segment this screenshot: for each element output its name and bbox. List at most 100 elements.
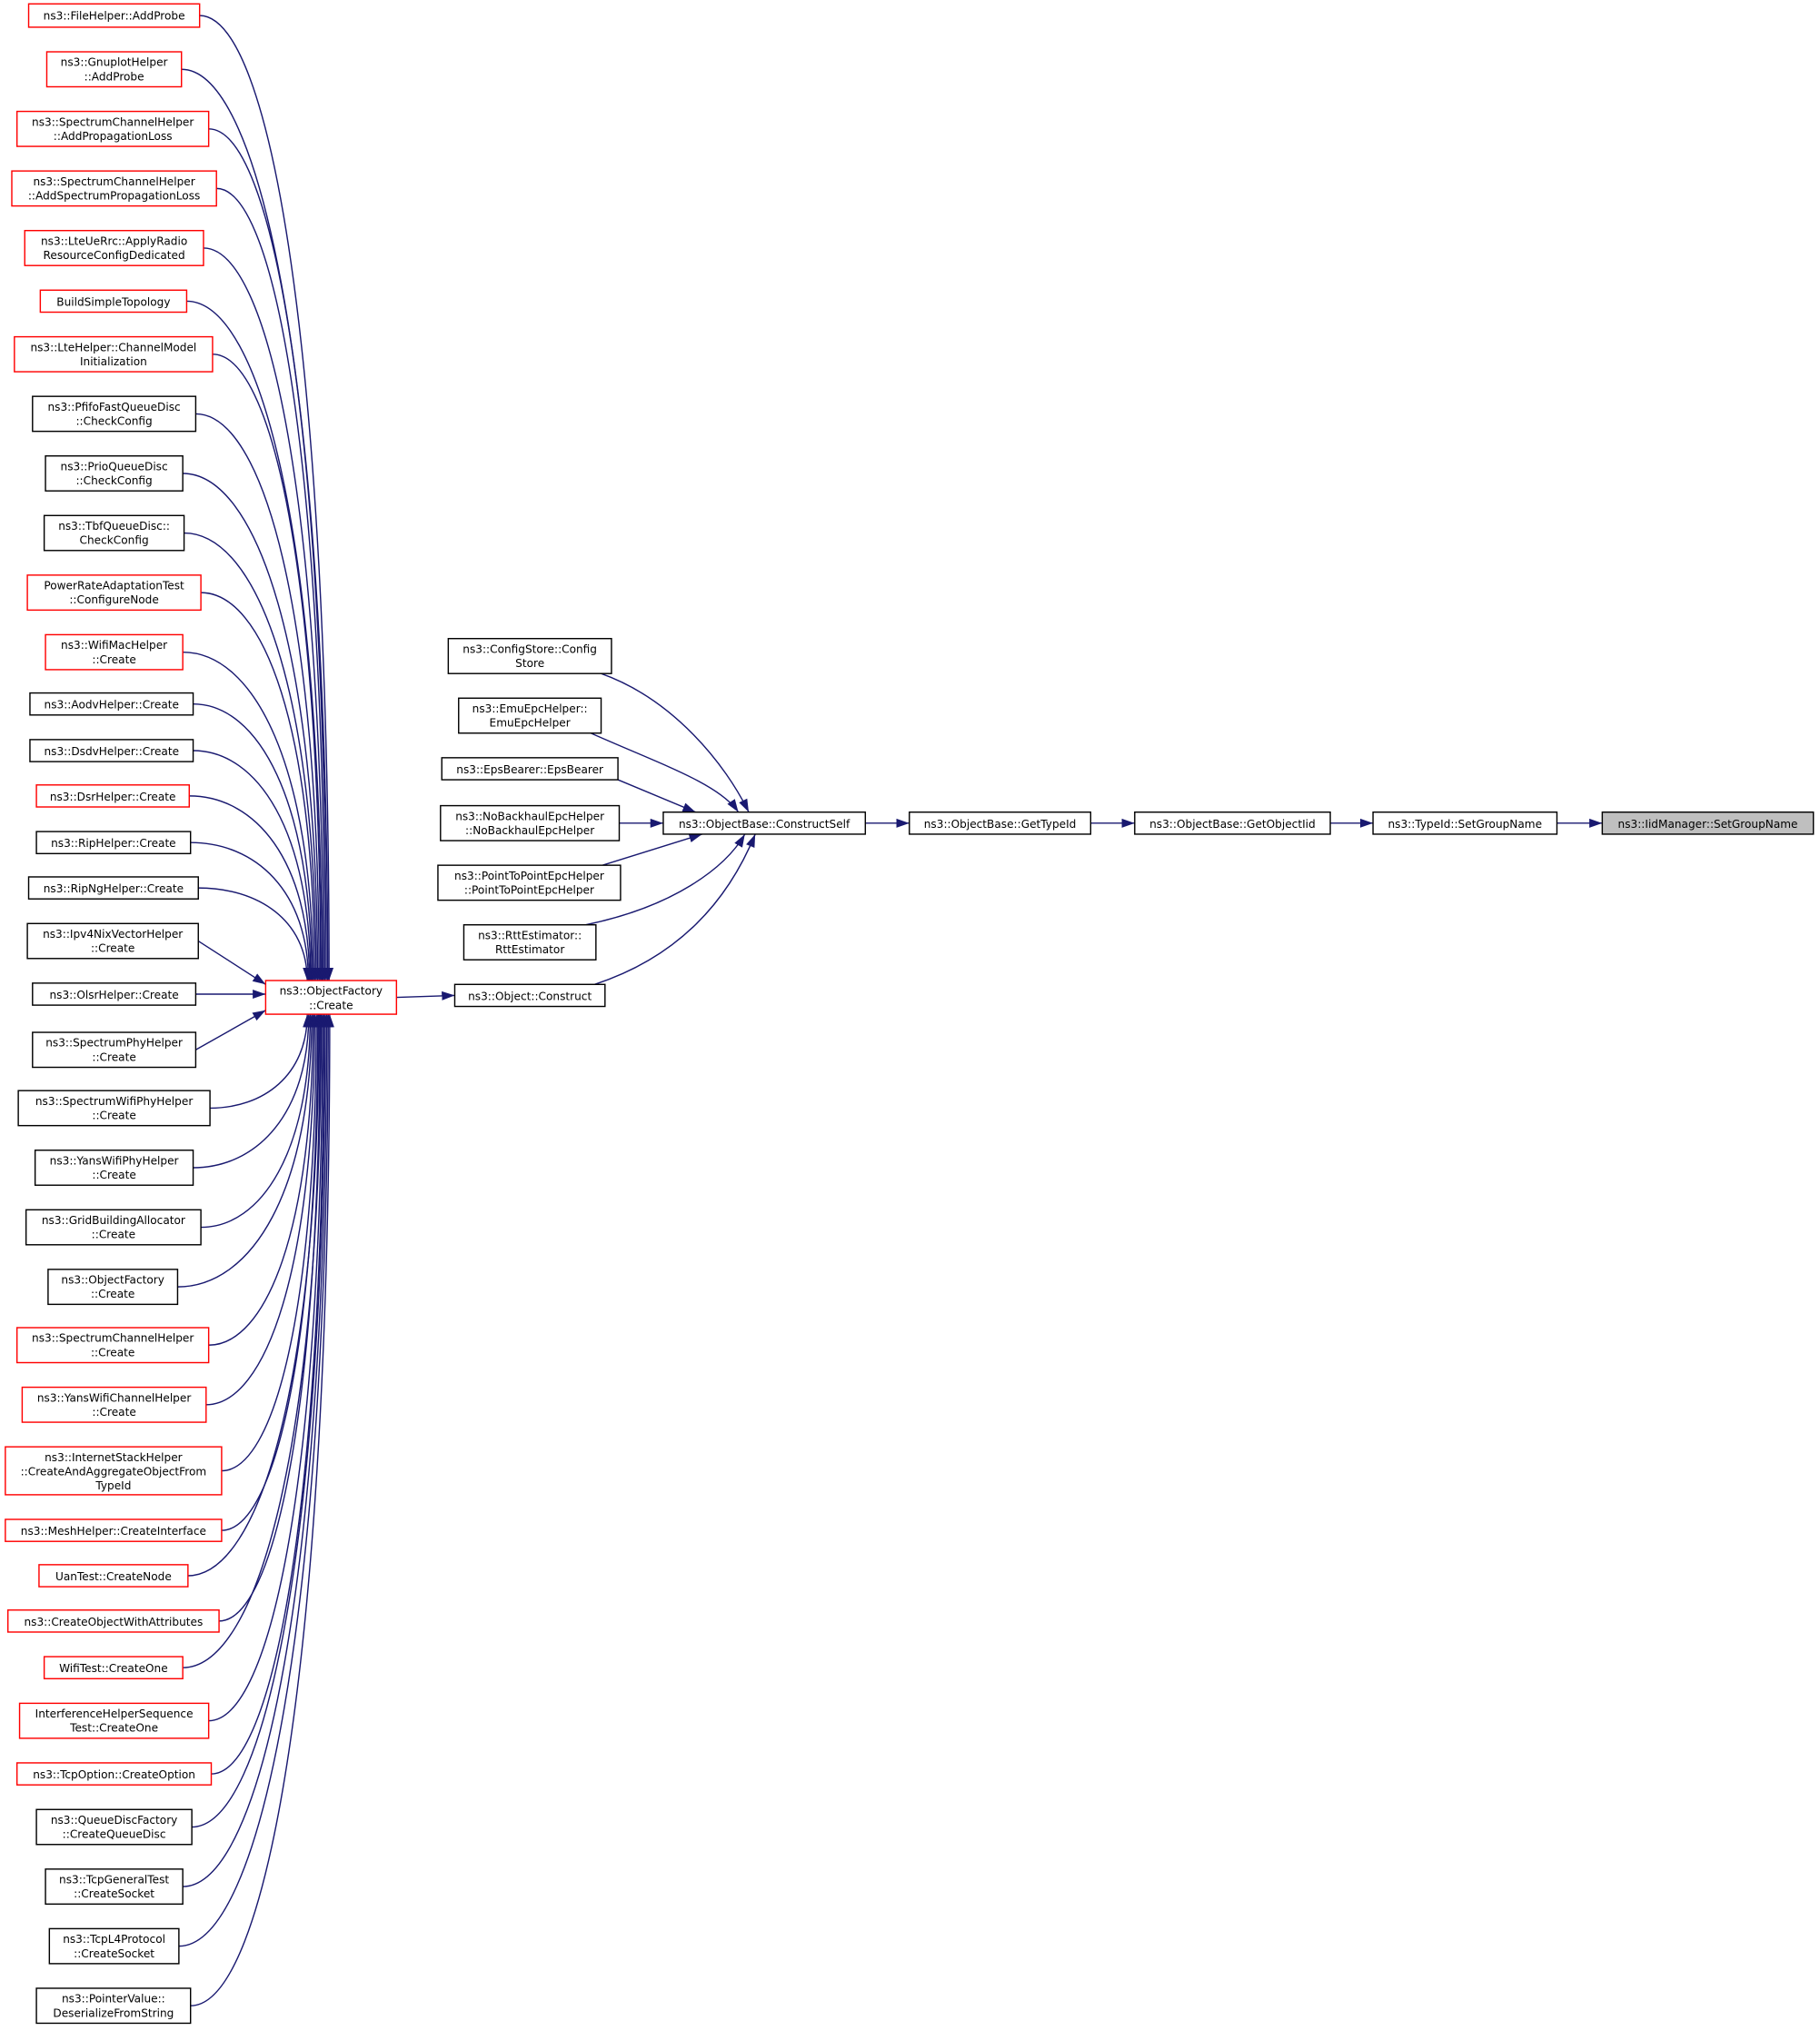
graph-node-ocs[interactable]: ns3::ObjectBase::ConstructSelf [662, 811, 867, 835]
graph-node-n36[interactable]: ns3::PointerValue::DeserializeFromString [35, 1987, 192, 2025]
node-box[interactable] [27, 876, 199, 900]
graph-node-n34[interactable]: ns3::TcpGeneralTest::CreateSocket [45, 1868, 184, 1906]
node-box[interactable] [43, 514, 185, 552]
node-box[interactable] [48, 1927, 180, 1965]
node-box[interactable] [29, 692, 194, 716]
node-box[interactable] [14, 335, 214, 373]
node-box[interactable] [441, 757, 619, 781]
graph-node-eps[interactable]: ns3::EpsBearer::EpsBearer [441, 757, 619, 781]
graph-node-n28[interactable]: UanTest::CreateNode [38, 1564, 189, 1588]
node-box[interactable] [34, 1150, 194, 1186]
graph-node-n17[interactable]: ns3::Ipv4NixVectorHelper::Create [26, 922, 199, 960]
node-box[interactable] [453, 983, 606, 1008]
node-box[interactable] [447, 638, 612, 674]
node-box[interactable] [35, 831, 192, 855]
graph-node-n35[interactable]: ns3::TcpL4Protocol::CreateSocket [48, 1927, 180, 1965]
node-box[interactable] [43, 1656, 184, 1680]
graph-node-gti[interactable]: ns3::ObjectBase::GetTypeId [909, 811, 1092, 835]
node-box[interactable] [5, 1518, 223, 1542]
graph-node-n18[interactable]: ns3::OlsrHelper::Create [32, 982, 197, 1006]
node-box[interactable] [26, 922, 199, 960]
node-box[interactable] [1601, 811, 1815, 835]
graph-node-n25[interactable]: ns3::YansWifiChannelHelper::Create [21, 1386, 207, 1423]
node-box[interactable] [1134, 811, 1331, 835]
node-box[interactable] [38, 1564, 189, 1588]
node-box[interactable] [18, 1702, 210, 1739]
graph-node-n8[interactable]: ns3::PrioQueueDisc::CheckConfig [45, 455, 184, 492]
node-box[interactable] [45, 633, 184, 671]
graph-node-n3[interactable]: ns3::SpectrumChannelHelper::AddSpectrumP… [11, 170, 217, 207]
graph-node-rtt[interactable]: ns3::RttEstimator::RttEstimator [462, 924, 597, 961]
graph-node-n31[interactable]: InterferenceHelperSequenceTest::CreateOn… [18, 1702, 210, 1739]
graph-node-n26[interactable]: ns3::InternetStackHelper::CreateAndAggre… [5, 1446, 223, 1496]
node-box[interactable] [29, 739, 194, 762]
node-box[interactable] [35, 784, 190, 808]
node-box[interactable] [47, 1269, 179, 1306]
node-box[interactable] [35, 1987, 192, 2025]
graph-node-n21[interactable]: ns3::YansWifiPhyHelper::Create [34, 1150, 194, 1186]
node-box[interactable] [35, 1808, 193, 1846]
graph-node-n9[interactable]: ns3::TbfQueueDisc::CheckConfig [43, 514, 185, 552]
graph-node-nob[interactable]: ns3::NoBackhaulEpcHelper::NoBackhaulEpcH… [440, 804, 621, 841]
graph-node-tsg[interactable]: ns3::TypeId::SetGroupName [1372, 811, 1558, 835]
node-box[interactable] [458, 697, 602, 734]
node-box[interactable] [7, 1609, 220, 1633]
node-box[interactable] [437, 864, 622, 901]
node-box[interactable] [909, 811, 1092, 835]
node-box[interactable] [45, 51, 183, 88]
node-box[interactable] [15, 1762, 213, 1786]
graph-node-n22[interactable]: ns3::GridBuildingAllocator::Create [25, 1209, 202, 1246]
node-box[interactable] [21, 1386, 207, 1423]
node-box[interactable] [15, 1327, 210, 1364]
graph-node-n24[interactable]: ns3::SpectrumChannelHelper::Create [15, 1327, 210, 1364]
node-box[interactable] [24, 230, 204, 266]
graph-node-n16[interactable]: ns3::RipNgHelper::Create [27, 876, 199, 900]
node-box[interactable] [5, 1446, 223, 1496]
node-box[interactable] [662, 811, 867, 835]
graph-node-n13[interactable]: ns3::DsdvHelper::Create [29, 739, 194, 762]
node-box[interactable] [264, 980, 398, 1015]
node-box[interactable] [17, 1090, 211, 1127]
graph-node-isg[interactable]: ns3::IidManager::SetGroupName [1601, 811, 1815, 835]
node-box[interactable] [15, 110, 210, 147]
graph-node-cs[interactable]: ns3::ConfigStore::ConfigStore [447, 638, 612, 674]
graph-node-n33[interactable]: ns3::QueueDiscFactory::CreateQueueDisc [35, 1808, 193, 1846]
node-box[interactable] [25, 1209, 202, 1246]
node-box[interactable] [32, 982, 197, 1006]
graph-node-n19[interactable]: ns3::SpectrumPhyHelper::Create [32, 1031, 197, 1069]
node-box[interactable] [27, 3, 201, 28]
graph-node-n6[interactable]: ns3::LteHelper::ChannelModelInitializati… [14, 335, 214, 373]
graph-node-n10[interactable]: PowerRateAdaptationTest::ConfigureNode [26, 574, 202, 612]
node-box[interactable] [26, 574, 202, 612]
graph-node-n23[interactable]: ns3::ObjectFactory::Create [47, 1269, 179, 1306]
graph-node-n29[interactable]: ns3::CreateObjectWithAttributes [7, 1609, 220, 1633]
node-box[interactable] [11, 170, 217, 207]
node-box[interactable] [45, 455, 184, 492]
node-box[interactable] [440, 804, 621, 841]
graph-node-n2[interactable]: ns3::SpectrumChannelHelper::AddPropagati… [15, 110, 210, 147]
node-box[interactable] [32, 395, 197, 433]
graph-node-n0[interactable]: ns3::FileHelper::AddProbe [27, 3, 201, 28]
graph-node-oc[interactable]: ns3::Object::Construct [453, 983, 606, 1008]
node-box[interactable] [462, 924, 597, 961]
graph-node-n15[interactable]: ns3::RipHelper::Create [35, 831, 192, 855]
graph-node-n11[interactable]: ns3::WifiMacHelper::Create [45, 633, 184, 671]
graph-node-goi[interactable]: ns3::ObjectBase::GetObjectIid [1134, 811, 1331, 835]
node-box[interactable] [32, 1031, 197, 1069]
graph-node-p2p[interactable]: ns3::PointToPointEpcHelper::PointToPoint… [437, 864, 622, 901]
graph-node-n20[interactable]: ns3::SpectrumWifiPhyHelper::Create [17, 1090, 211, 1127]
graph-node-n4[interactable]: ns3::LteUeRrc::ApplyRadioResourceConfigD… [24, 230, 204, 266]
graph-node-n27[interactable]: ns3::MeshHelper::CreateInterface [5, 1518, 223, 1542]
graph-node-n14[interactable]: ns3::DsrHelper::Create [35, 784, 190, 808]
graph-node-n32[interactable]: ns3::TcpOption::CreateOption [15, 1762, 213, 1786]
node-box[interactable] [45, 1868, 184, 1906]
graph-node-n12[interactable]: ns3::AodvHelper::Create [29, 692, 194, 716]
graph-node-n1[interactable]: ns3::GnuplotHelper::AddProbe [45, 51, 183, 88]
graph-node-n5[interactable]: BuildSimpleTopology [39, 289, 188, 314]
node-box[interactable] [1372, 811, 1558, 835]
graph-node-n30[interactable]: WifiTest::CreateOne [43, 1656, 184, 1680]
node-box[interactable] [39, 289, 188, 314]
graph-node-of[interactable]: ns3::ObjectFactory::Create [264, 980, 398, 1015]
graph-node-n7[interactable]: ns3::PfifoFastQueueDisc::CheckConfig [32, 395, 197, 433]
graph-node-emu[interactable]: ns3::EmuEpcHelper::EmuEpcHelper [458, 697, 602, 734]
